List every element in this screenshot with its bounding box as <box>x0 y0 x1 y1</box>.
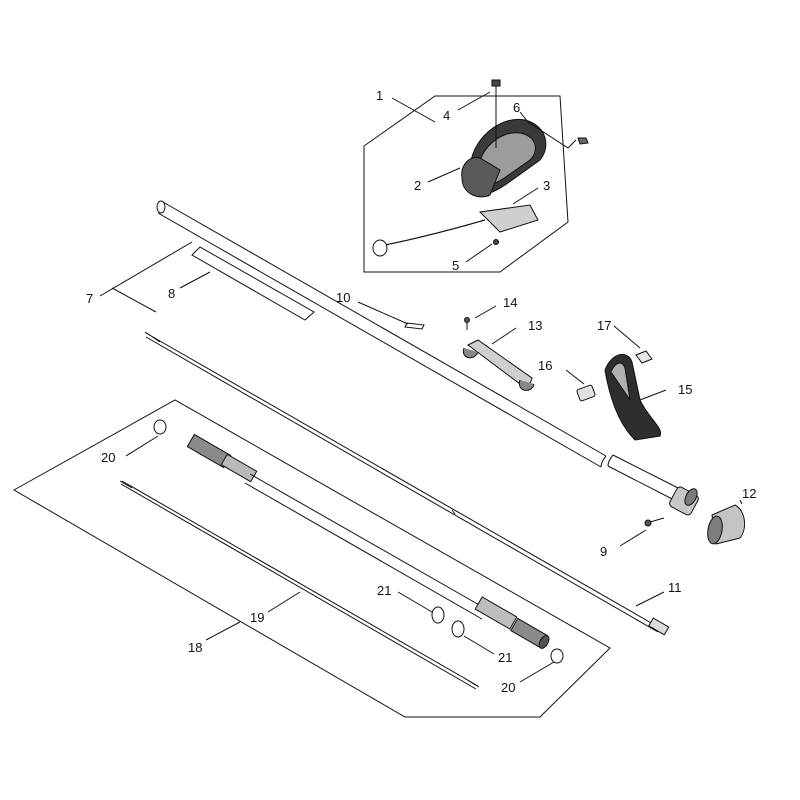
callout-2: 2 <box>414 178 421 193</box>
callout-4: 4 <box>443 108 450 123</box>
callout-5: 5 <box>452 258 459 273</box>
callout-21-lower: 21 <box>498 650 512 665</box>
callout-7: 7 <box>86 291 93 306</box>
shaft-group-frame <box>12 399 611 718</box>
main-shaft-tube <box>156 200 699 516</box>
callout-labels: 1 2 3 4 5 6 7 8 9 10 11 12 13 14 15 16 1… <box>86 88 756 695</box>
snap-ring-lower <box>451 620 465 638</box>
callout-14: 14 <box>503 295 517 310</box>
callout-15: 15 <box>678 382 692 397</box>
decal-large <box>191 246 315 321</box>
o-ring-upper <box>153 419 167 435</box>
lower-drive-shaft <box>119 480 480 690</box>
barrier-bracket <box>576 350 662 441</box>
callout-19: 19 <box>250 610 264 625</box>
handle-assembly <box>372 79 589 257</box>
handle-group-frame <box>363 95 569 273</box>
callout-21-upper: 21 <box>377 583 391 598</box>
screw <box>644 517 665 527</box>
callout-16: 16 <box>538 358 552 373</box>
callout-10: 10 <box>336 290 350 305</box>
tube-clamp <box>707 504 746 545</box>
callout-12: 12 <box>742 486 756 501</box>
callout-6: 6 <box>513 100 520 115</box>
callout-20-lower: 20 <box>501 680 515 695</box>
callout-11: 11 <box>668 580 682 595</box>
flex-tube <box>186 433 550 649</box>
callout-13: 13 <box>528 318 542 333</box>
drive-shaft <box>144 331 670 636</box>
callout-8: 8 <box>168 286 175 301</box>
snap-ring-upper <box>431 606 445 624</box>
callout-20-upper: 20 <box>101 450 115 465</box>
callout-18: 18 <box>188 640 202 655</box>
decal-small <box>404 322 425 330</box>
leader-lines <box>99 91 743 683</box>
callout-3: 3 <box>543 178 550 193</box>
callout-9: 9 <box>600 544 607 559</box>
o-ring-lower <box>550 648 564 664</box>
callout-17: 17 <box>597 318 611 333</box>
callout-1: 1 <box>376 88 383 103</box>
clamp-bracket <box>462 317 535 391</box>
